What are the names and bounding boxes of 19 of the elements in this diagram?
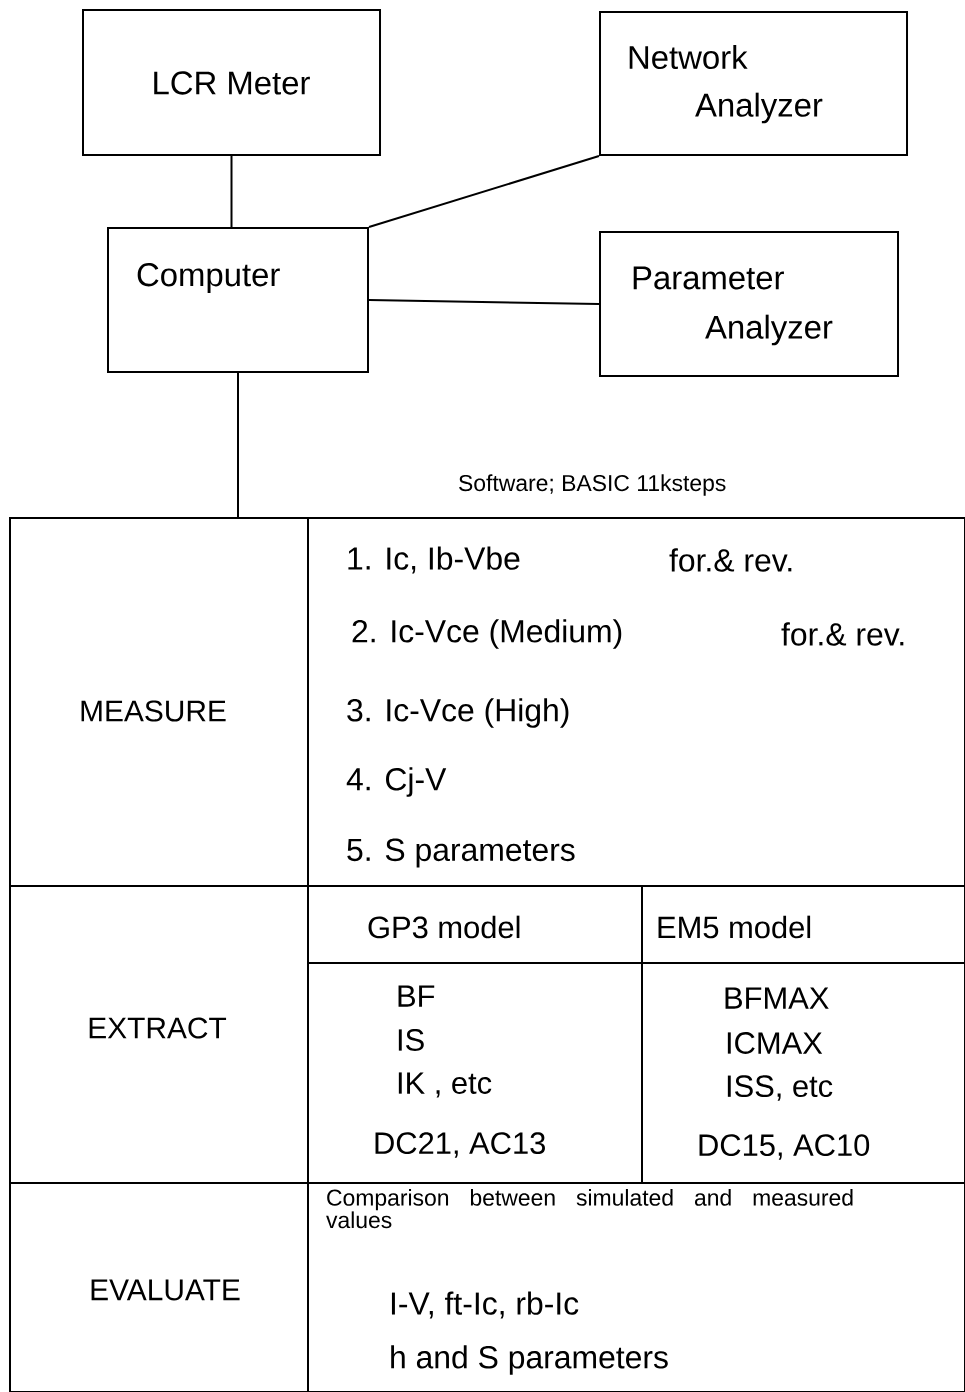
- table-cell: BFMAX ICMAX ISS, etc DC15, AC10: [699, 987, 870, 1160]
- table-cell: BF IS IK , etc DC21, AC13: [375, 985, 545, 1158]
- table-cell: EXTRACT: [89, 1017, 227, 1039]
- table-cell: GP3 model: [368, 915, 520, 939]
- note-text: Software; BASIC 11ksteps: [459, 474, 726, 496]
- table-frame: [9, 517, 965, 1392]
- connector-line: [368, 299, 600, 305]
- device-box: Network Analyzer: [599, 11, 908, 156]
- table-cell: 1. Ic, Ib-Vbe for.& rev. 2. Ic-Vce (Medium) for.& rev. 3. Ic-Vce (High) 4. Cj-V 5. S parameters: [346, 546, 904, 868]
- table-cell: MEASURE: [81, 700, 226, 722]
- device-box: Parameter Analyzer: [599, 231, 899, 377]
- device-box: LCR Meter: [82, 9, 381, 156]
- device-box: Computer: [107, 227, 369, 373]
- connector-line: [237, 372, 239, 518]
- table-cell: EVALUATE: [91, 1279, 240, 1301]
- table-cell: EM5 model: [658, 915, 811, 939]
- table-cell: Comparison between simulated and measured values I-V, ft-Ic, rb-Ic h and S parameters: [326, 1189, 853, 1375]
- connector-line: [230, 155, 233, 228]
- connector-line: [368, 155, 600, 228]
